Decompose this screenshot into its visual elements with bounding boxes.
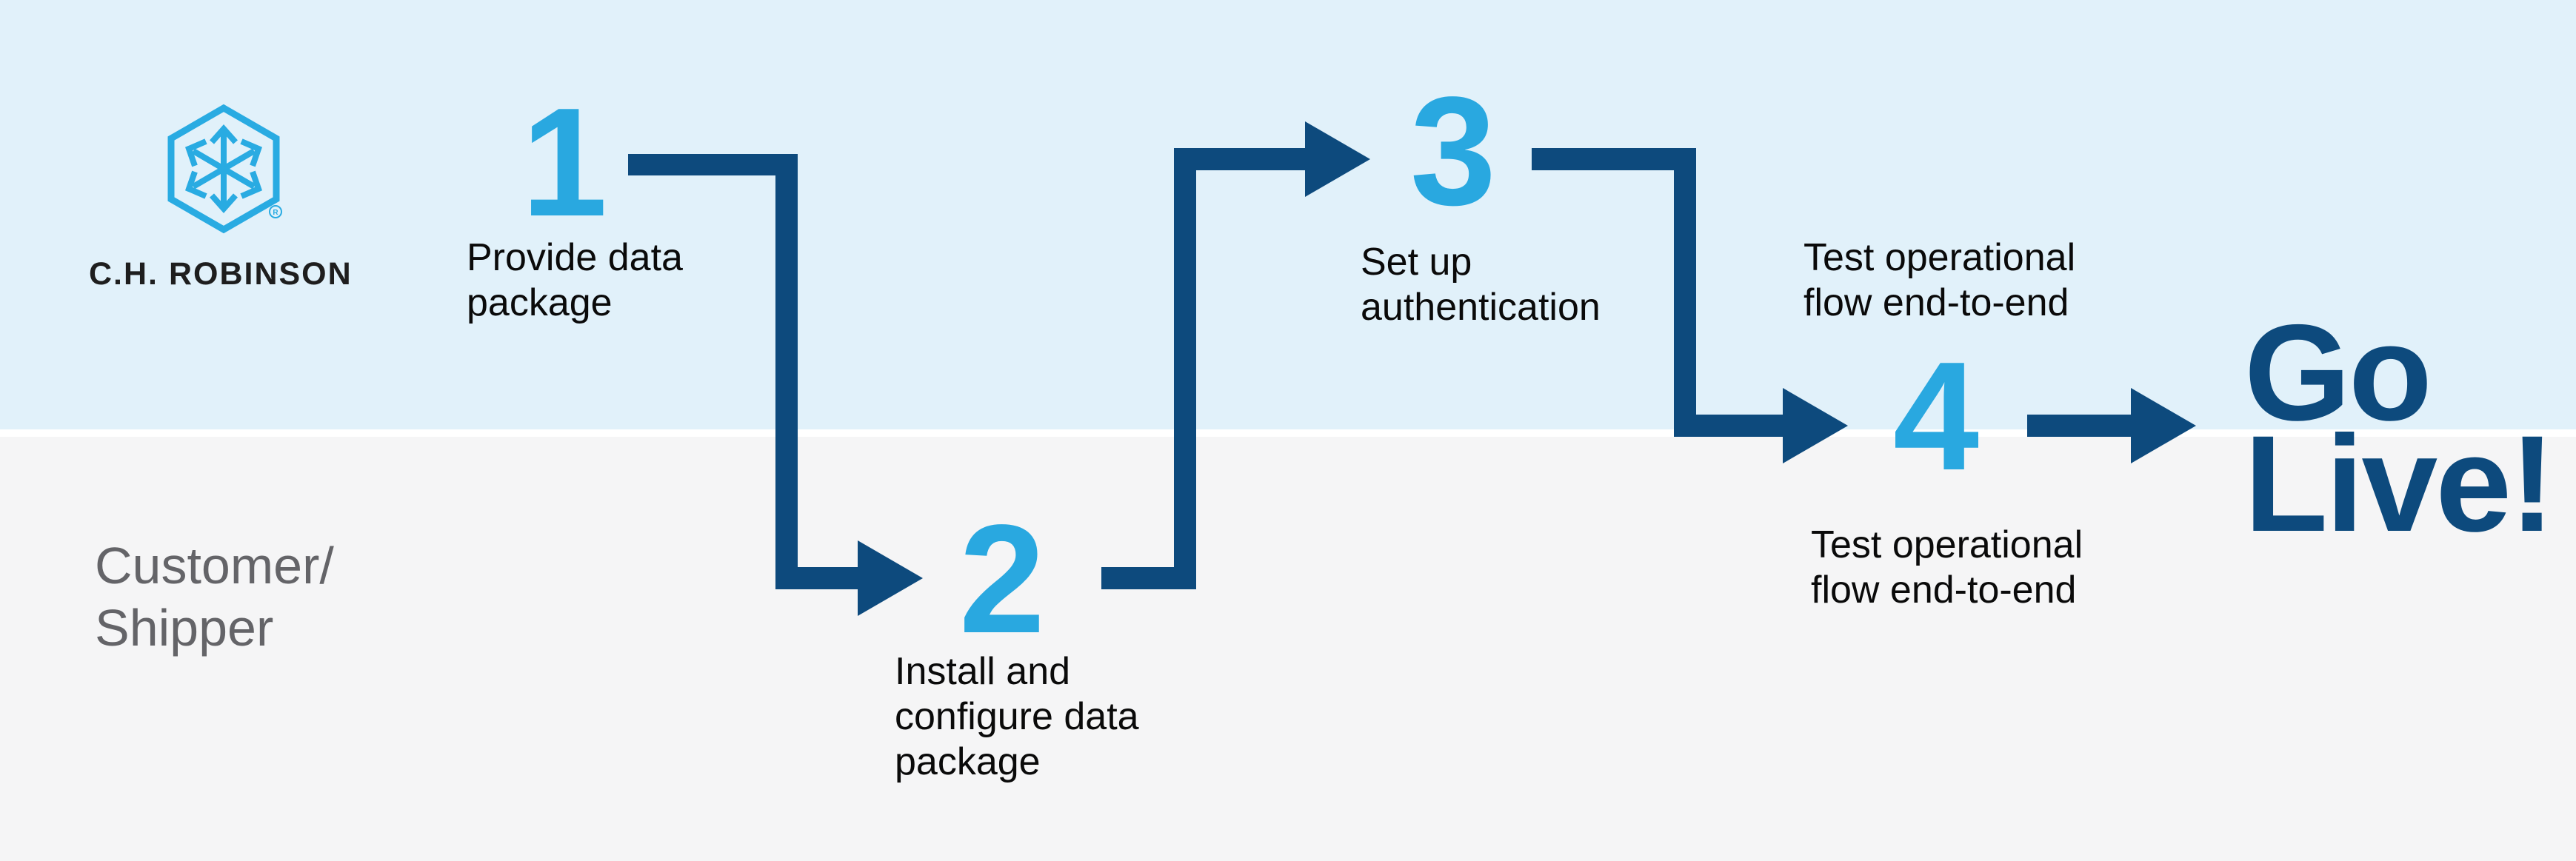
- lane-label-line: Shipper: [95, 599, 274, 657]
- step-2-label: Install and configure data package: [895, 649, 1139, 785]
- chr-logo: R: [164, 104, 283, 237]
- arrowhead-icon: [2131, 388, 2196, 463]
- go-live-line: Live!: [2244, 408, 2555, 560]
- customer-shipper-lane-label: Customer/ Shipper: [95, 535, 334, 659]
- customer-lane-background: [0, 437, 2576, 861]
- step-label-line: Install and: [895, 650, 1071, 693]
- step-label-line: configure data: [895, 695, 1139, 738]
- arrow-step2-to-step3: [1101, 121, 1370, 589]
- chrobinson-lane-background: [0, 0, 2576, 429]
- arrowhead-icon: [858, 540, 923, 616]
- step-3-number: 3: [1409, 65, 1497, 238]
- chr-hexagon-arrows-icon: R: [167, 104, 282, 234]
- step-label-line: package: [895, 740, 1041, 783]
- step-label-line: package: [467, 281, 613, 324]
- step-label-line: Test operational: [1803, 236, 2076, 279]
- go-live-title: Go Live!: [2244, 297, 2555, 560]
- lane-label-line: Customer/: [95, 537, 334, 594]
- step-1-number: 1: [521, 76, 608, 249]
- chr-wordmark: C.H. ROBINSON: [89, 256, 353, 292]
- arrowhead-icon: [1305, 121, 1370, 197]
- step-2-number: 2: [958, 493, 1046, 666]
- lane-divider: [0, 429, 2576, 437]
- registered-trademark-icon: R: [269, 205, 282, 218]
- step-1-label: Provide data package: [467, 235, 683, 326]
- step-label-line: authentication: [1361, 286, 1601, 329]
- step-label-line: flow end-to-end: [1803, 281, 2069, 324]
- svg-text:R: R: [273, 209, 278, 217]
- step-4-label-upper: Test operational flow end-to-end: [1803, 235, 2075, 326]
- step-label-line: Provide data: [467, 236, 683, 279]
- step-3-label: Set up authentication: [1361, 240, 1601, 330]
- step-label-line: Test operational: [1811, 523, 2083, 566]
- step-4-label-lower: Test operational flow end-to-end: [1811, 523, 2083, 613]
- step-label-line: Set up: [1361, 241, 1472, 284]
- arrow-step3-to-step4: [1532, 148, 1848, 463]
- arrowhead-icon: [1783, 388, 1848, 463]
- go-live-line: Go: [2244, 297, 2432, 449]
- step-4-number: 4: [1892, 330, 1980, 503]
- step-label-line: flow end-to-end: [1811, 569, 2077, 612]
- arrow-step4-to-golive: [2027, 388, 2196, 463]
- arrow-step1-to-step2: [628, 154, 923, 616]
